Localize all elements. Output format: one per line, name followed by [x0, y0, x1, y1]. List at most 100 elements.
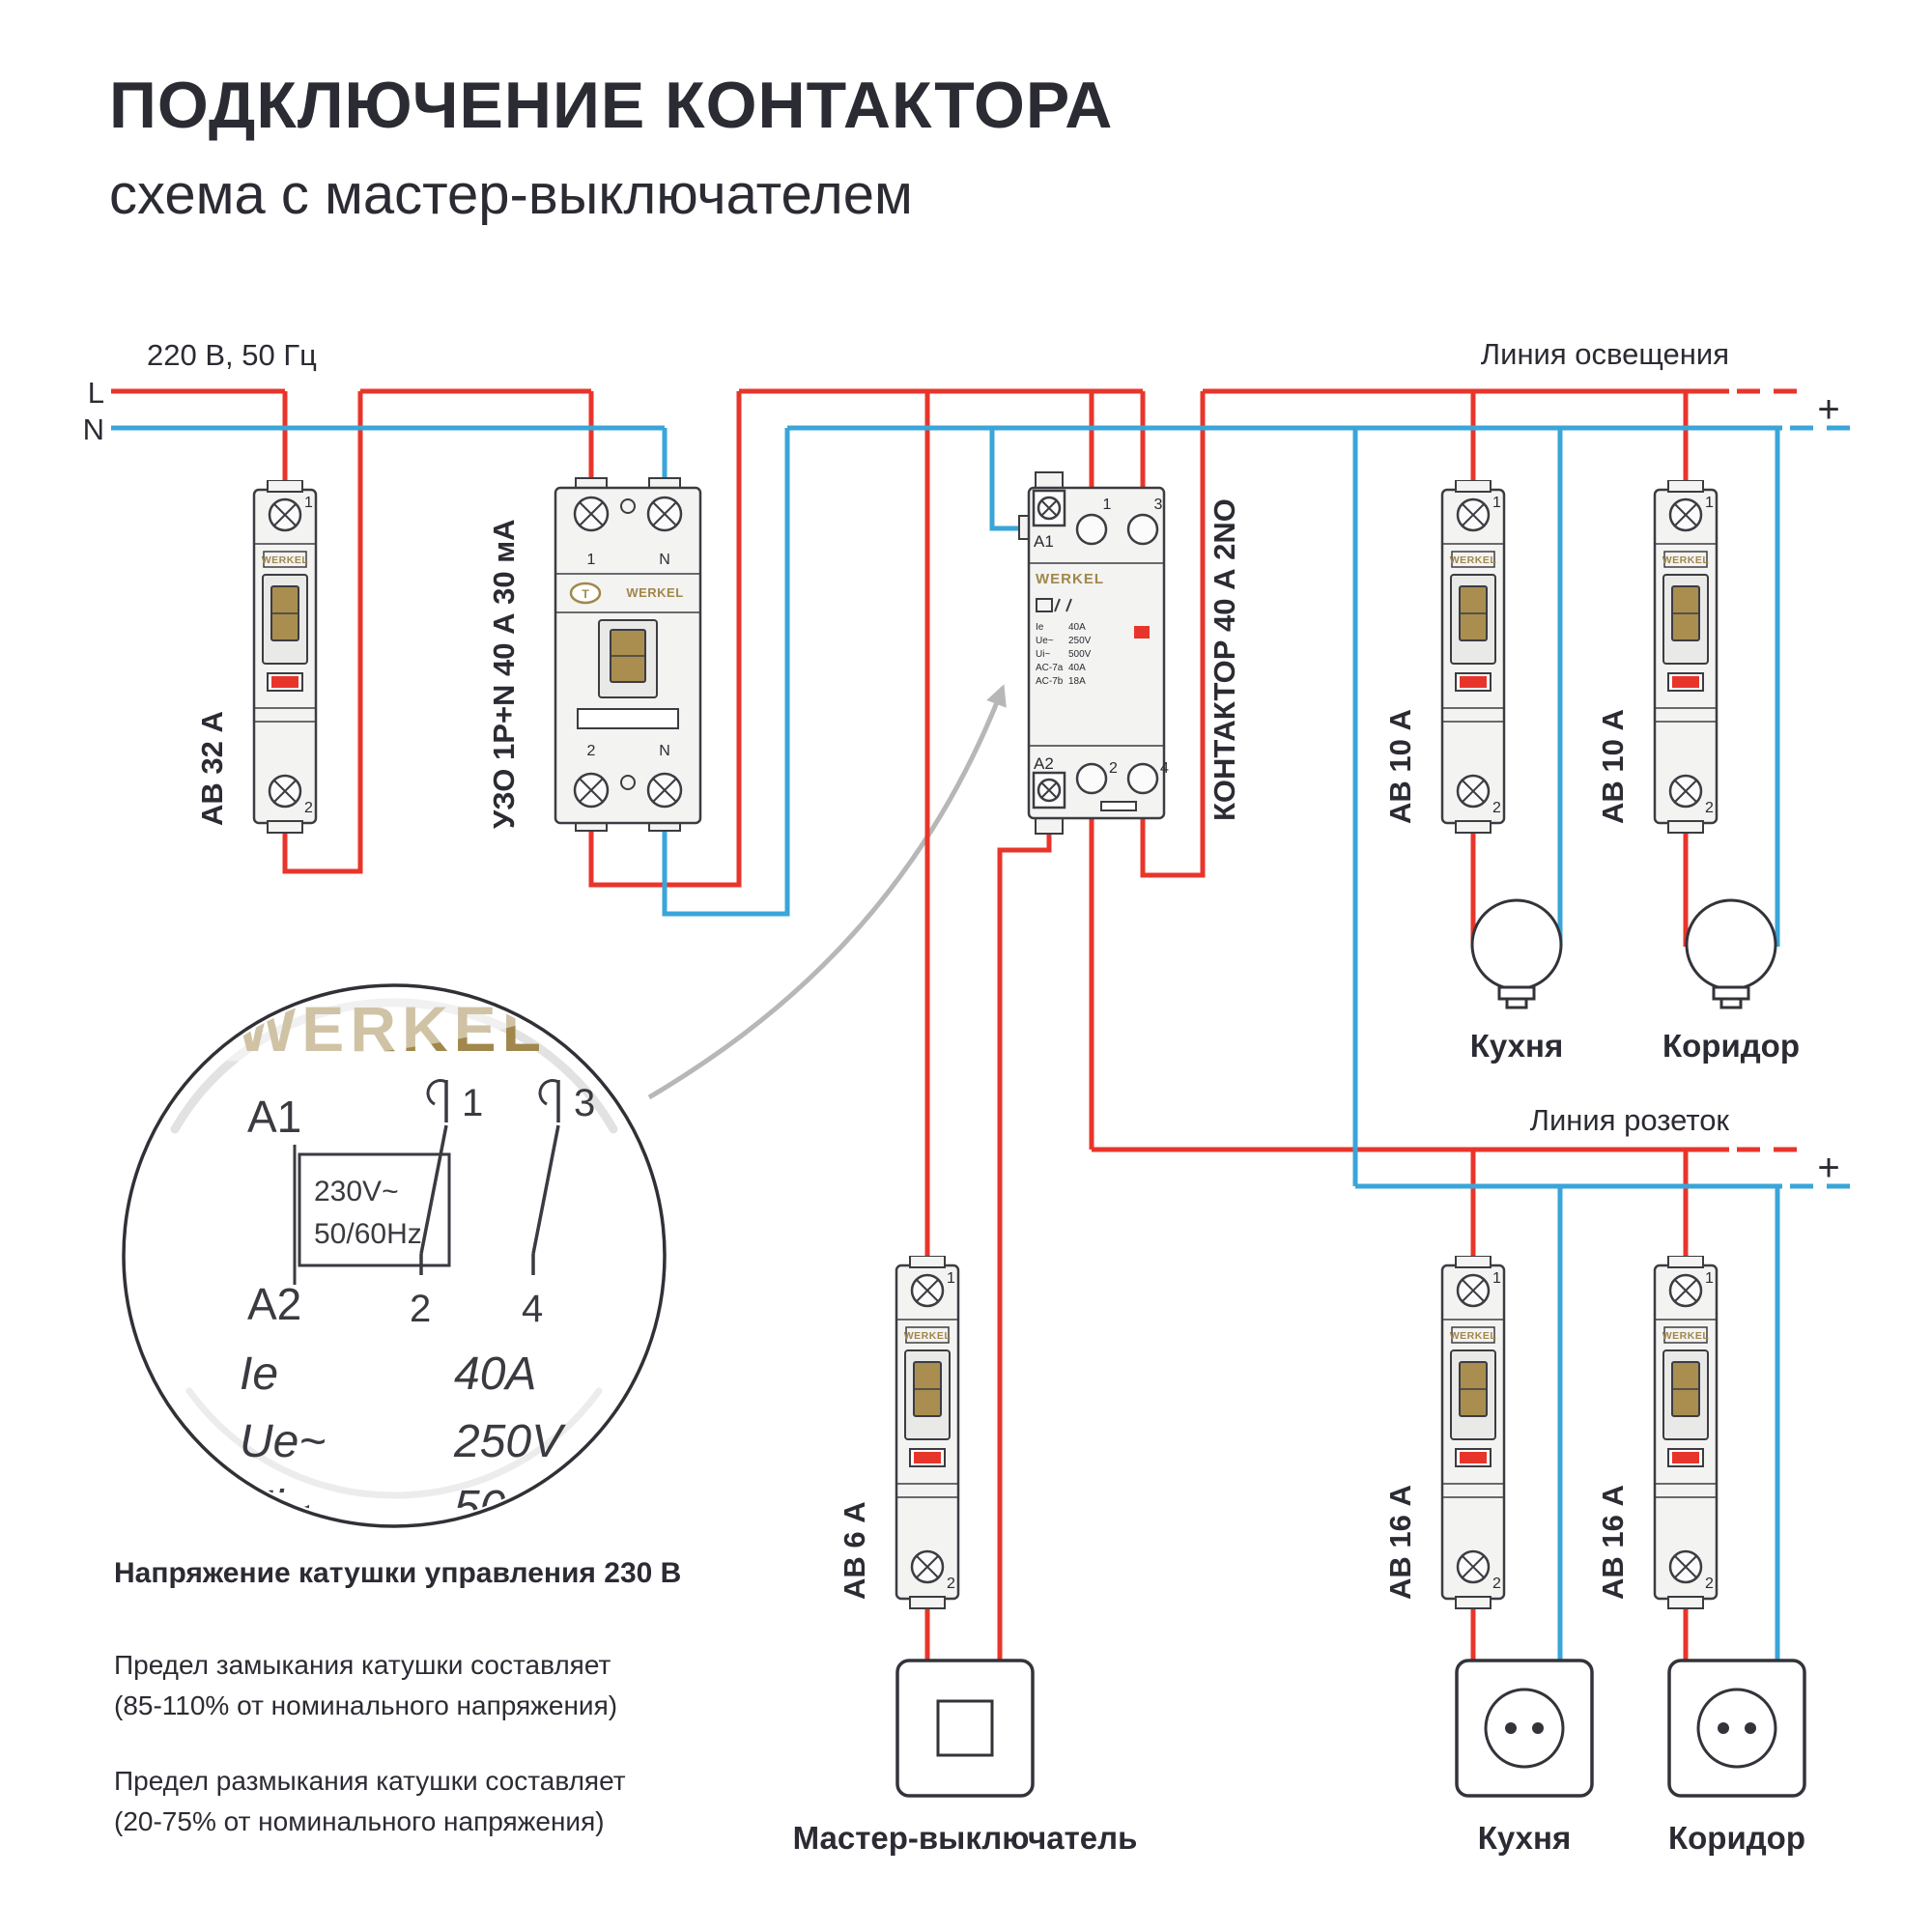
socket-corridor [1667, 1659, 1806, 1798]
a1-label: A1 [1034, 532, 1054, 551]
phase-wires [111, 388, 1803, 1663]
rcd-device: 1 N T WERKEL 2 N [554, 477, 702, 832]
mag-a2: A2 [247, 1279, 301, 1329]
contactor-device: A1 1 3 WERKEL Ie 40A Ue~ 250V Ui~ 500V A… [1018, 471, 1169, 835]
mag-ie-label: Ie [240, 1349, 278, 1400]
label-master-switch: Мастер-выключатель [793, 1820, 1138, 1856]
note-open-limit-1: Предел размыкания катушки составляет [114, 1766, 626, 1796]
lamp-bulb-icon [1470, 898, 1563, 991]
brand-label: WERKEL [1036, 571, 1104, 587]
spec-label: AC-7a [1036, 663, 1064, 673]
label-breaker-16a-2: АВ 16 А [1596, 1485, 1630, 1600]
label-breaker-16a-1: АВ 16 А [1383, 1485, 1417, 1600]
terminal-1-label: 1 [1103, 497, 1112, 513]
mag-coil-voltage: 230V~ [314, 1176, 399, 1207]
label-window [577, 708, 679, 729]
mag-pole2: 2 [410, 1288, 431, 1330]
mag-pole3: 3 [574, 1082, 595, 1124]
label-breaker-10a-1: АВ 10 А [1383, 709, 1417, 824]
supply-label: 220 В, 50 Гц [147, 338, 317, 372]
mini-schematic-icon [1036, 598, 1053, 612]
lamp-corridor [1685, 898, 1777, 1009]
breaker-16a-corridor [1655, 1256, 1717, 1608]
lighting-line-label: Линия освещения [1481, 337, 1729, 371]
note-coil-voltage: Напряжение катушки управления 230 В [114, 1557, 682, 1589]
note-open-limit-2: (20-75% от номинального напряжения) [114, 1806, 605, 1836]
lamp-kitchen [1470, 898, 1563, 1009]
spec-value: 250V [1068, 636, 1092, 646]
spec-value: 40A [1068, 663, 1086, 673]
brand-label: WERKEL [626, 585, 683, 600]
spec-label: Ui~ [1036, 649, 1050, 660]
socket-face-icon [1696, 1688, 1777, 1769]
label-socket-corridor: Коридор [1668, 1820, 1805, 1856]
switch-key-icon [936, 1699, 994, 1757]
rcd-terminal-2: 2 [587, 743, 596, 759]
breaker-10a-kitchen [1442, 480, 1504, 833]
spec-label: Ie [1036, 622, 1044, 633]
test-button-label: T [582, 587, 589, 601]
wire-b32-out [282, 391, 363, 874]
mag-pole1: 1 [462, 1082, 483, 1124]
terminal-2-label: 2 [1109, 760, 1118, 777]
spec-value: 500V [1068, 649, 1092, 660]
label-lamp-corridor: Коридор [1662, 1028, 1800, 1064]
spec-label: Ue~ [1036, 636, 1054, 646]
mag-ue-value: 250V [453, 1416, 566, 1467]
terminal-hole-icon [1075, 762, 1108, 795]
page-subtitle: схема с мастер-выключателем [109, 163, 913, 226]
rcd-terminal-n-bottom: N [659, 743, 670, 759]
label-breaker-6a: АВ 6 А [838, 1501, 871, 1600]
breaker-10a-corridor [1655, 480, 1717, 833]
terminal-hole-icon [1126, 513, 1159, 546]
socket-line-label: Линия розеток [1530, 1103, 1730, 1137]
mag-ie-value: 40A [454, 1349, 536, 1400]
glass-gloss [128, 989, 608, 1062]
spec-value: 40A [1068, 622, 1086, 633]
wire-rcd-n-out [662, 428, 790, 917]
plus-sign-lighting: + [1817, 388, 1839, 431]
terminal-hole-icon [1075, 513, 1108, 546]
mag-coil-freq: 50/60Hz [314, 1218, 422, 1250]
page-title: ПОДКЛЮЧЕНИЕ КОНТАКТОРА [109, 69, 1114, 142]
label-breaker-10a-2: АВ 10 А [1596, 709, 1630, 824]
spec-value: 18A [1068, 676, 1086, 687]
label-rcd: УЗО 1P+N 40 А 30 мА [487, 519, 521, 829]
master-switch [895, 1659, 1035, 1798]
red-indicator [1134, 626, 1150, 639]
a2-label: A2 [1034, 754, 1054, 773]
contactor-body [1027, 486, 1166, 820]
label-contactor: КОНТАКТОР 40 А 2NO [1208, 498, 1241, 821]
lamp-bulb-icon [1685, 898, 1777, 991]
wire-a1-neutral [989, 428, 1026, 531]
mag-a1: A1 [247, 1092, 301, 1142]
terminal-hole-icon [1126, 762, 1159, 795]
mag-pole4: 4 [522, 1288, 543, 1330]
neutral-letter: N [83, 412, 104, 446]
socket-kitchen [1455, 1659, 1594, 1798]
plus-sign-sockets: + [1817, 1147, 1839, 1189]
magnifier-arrow [647, 684, 1007, 1100]
glass-shade [185, 1387, 603, 1499]
label-lamp-kitchen: Кухня [1470, 1028, 1563, 1064]
magnifier: WERKEL A1 230V~ 50/60Hz A2 1 3 2 4 [122, 983, 667, 1533]
test-button-icon [569, 582, 602, 605]
breaker-32a [254, 480, 316, 833]
rcd-terminal-1: 1 [587, 552, 596, 568]
note-close-limit-2: (85-110% от номинального напряжения) [114, 1690, 618, 1720]
mag-ui-value: 50 [454, 1482, 506, 1533]
neutral-wires [111, 425, 1856, 1663]
mag-ue-label: Ue~ [240, 1416, 326, 1467]
wire-a2-to-master [997, 821, 1052, 1663]
breaker-6a-master [896, 1256, 958, 1608]
terminal-3-label: 3 [1154, 497, 1163, 513]
phase-letter: L [88, 376, 104, 410]
label-socket-kitchen: Кухня [1478, 1820, 1571, 1856]
spec-label: AC-7b [1036, 676, 1064, 687]
wire-contactor-out-4 [1140, 391, 1206, 878]
breaker-16a-kitchen [1442, 1256, 1504, 1608]
label-breaker-32a: АВ 32 А [195, 711, 229, 826]
note-close-limit-1: Предел замыкания катушки составляет [114, 1650, 611, 1680]
